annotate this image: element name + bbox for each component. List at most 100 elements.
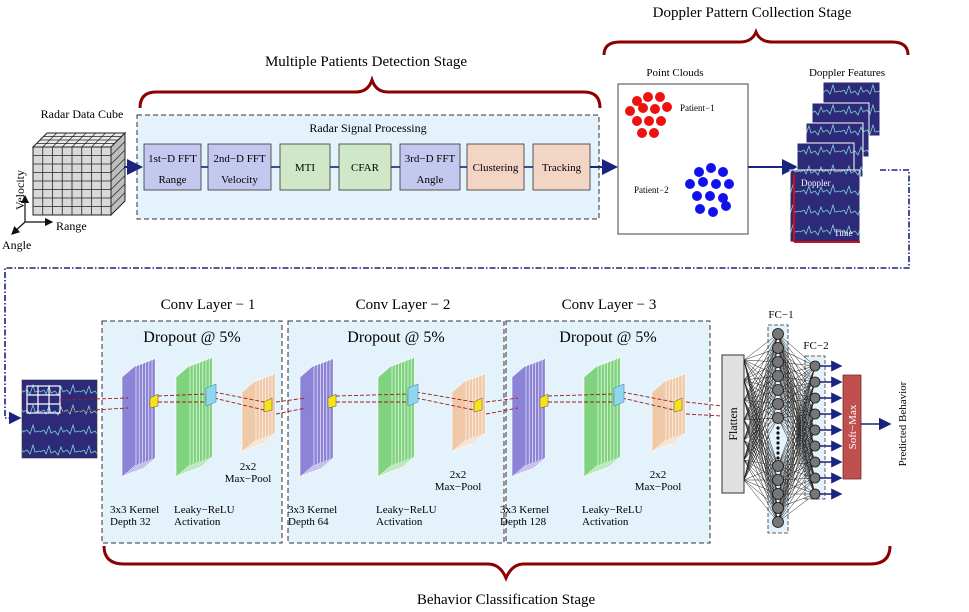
- fc-connection: [777, 413, 816, 467]
- pool-type-label: Max−Pool: [225, 473, 272, 485]
- point-cloud-dot: [718, 193, 728, 203]
- fc-connection: [777, 465, 816, 479]
- processing-block-sublabel: Range: [158, 174, 186, 186]
- fc-connection: [777, 365, 816, 467]
- doppler-stage-brace: [602, 27, 910, 56]
- fc1-neuron: [772, 398, 784, 410]
- fc1-neuron: [772, 516, 784, 528]
- fc-connection: [777, 389, 816, 463]
- feature-map-slice: [175, 364, 191, 478]
- processing-block-label: 1st−D FFT: [148, 153, 197, 165]
- point-cloud-dot: [625, 106, 635, 116]
- processing-block-box: [532, 143, 591, 191]
- fc-connection: [743, 479, 779, 523]
- point-cloud-dot: [706, 163, 716, 173]
- fc-connection: [743, 347, 779, 381]
- fc2-neuron: [809, 424, 821, 436]
- kernel-patch: [473, 397, 483, 413]
- fc-connection: [777, 403, 816, 431]
- processing-block-sublabel: Velocity: [221, 174, 258, 186]
- fc1-neuron: [772, 384, 784, 396]
- fc-connection: [743, 359, 779, 467]
- fc-connection: [743, 359, 779, 391]
- fc1-neuron: [772, 488, 784, 500]
- fc-connection: [777, 375, 816, 479]
- radar-data-cube: [31, 131, 127, 217]
- fc-connection: [743, 479, 779, 509]
- fc-connection: [743, 479, 779, 495]
- doppler-features-title: Doppler Features: [809, 67, 885, 79]
- ellipsis-dot: [776, 426, 780, 430]
- conv-layer-title: Conv Layer − 2: [356, 297, 451, 313]
- maxpool-stack: [241, 372, 276, 453]
- conv-layer-title: Conv Layer − 3: [562, 297, 657, 313]
- patient-2-label: Patient−2: [634, 185, 669, 195]
- feature-map-slice: [651, 379, 667, 453]
- fc-connection: [777, 365, 816, 509]
- receptive-field-patch: [407, 383, 419, 407]
- predicted-behavior-label: Predicted Behavior: [897, 381, 909, 466]
- fc-connection: [777, 461, 816, 481]
- projection-line: [485, 397, 519, 403]
- detection-stage-brace: [138, 75, 602, 109]
- feature-map-slice: [451, 379, 467, 453]
- fc-connection: [743, 333, 779, 441]
- fc-connection: [777, 445, 816, 523]
- conv-kernel-stack: [511, 357, 546, 478]
- activation-label: Leaky−ReLU: [174, 504, 235, 516]
- processing-block-label: Clustering: [473, 162, 519, 174]
- fc-connection: [777, 445, 816, 509]
- projection-line: [59, 407, 129, 413]
- softmax-label: Soft−Max: [847, 404, 859, 449]
- projection-line: [59, 397, 129, 401]
- fc-connection: [777, 365, 816, 391]
- fc-connection: [777, 389, 816, 447]
- fc-connection: [777, 381, 816, 467]
- fc2-neuron: [809, 472, 821, 484]
- conv-kernel-stack: [299, 357, 334, 478]
- fc-connection: [777, 397, 816, 495]
- processing-block-4: CFAR: [338, 143, 392, 191]
- feature-map-slice: [583, 364, 599, 478]
- fc1-neuron: [772, 356, 784, 368]
- fc-connection: [777, 365, 816, 405]
- fc-connection: [777, 477, 816, 495]
- fc-connection: [743, 439, 779, 509]
- fc-connection: [743, 347, 779, 461]
- point-cloud-dot: [711, 179, 721, 189]
- pool-size-label: 2x2: [240, 461, 257, 473]
- point-cloud-dot: [724, 179, 734, 189]
- kernel-size-label: 3x3 Kernel: [288, 504, 337, 516]
- point-cloud-dot: [650, 104, 660, 114]
- ellipsis-dot: [776, 451, 780, 455]
- fc-connection: [777, 493, 816, 523]
- projection-line: [685, 413, 723, 417]
- fc-connection: [743, 459, 779, 495]
- patient-1-cluster: [625, 92, 672, 138]
- fc-connection: [777, 397, 816, 467]
- fc-connection: [743, 361, 779, 421]
- fc-connection: [777, 413, 816, 523]
- feature-map-slice: [511, 364, 527, 478]
- point-cloud-dot: [656, 116, 666, 126]
- fc-connection: [777, 461, 816, 523]
- kernel-depth-label: Depth 32: [110, 516, 151, 528]
- fc1-neuron: [772, 474, 784, 486]
- cube-grid-line: [110, 183, 126, 199]
- fc-connection: [777, 477, 816, 509]
- fc-connection: [777, 381, 816, 523]
- patient-2-cluster: [685, 163, 734, 217]
- fully-connected-network: [743, 328, 843, 528]
- fc-connection: [743, 379, 779, 467]
- flatten-block: [721, 354, 745, 494]
- fc-connection: [777, 465, 816, 495]
- fc-connection: [743, 379, 779, 509]
- feature-map-slice: [299, 364, 315, 478]
- activation-stack: [377, 355, 415, 478]
- fc-connection: [777, 479, 816, 495]
- projection-line: [275, 397, 307, 403]
- point-cloud-dot: [705, 191, 715, 201]
